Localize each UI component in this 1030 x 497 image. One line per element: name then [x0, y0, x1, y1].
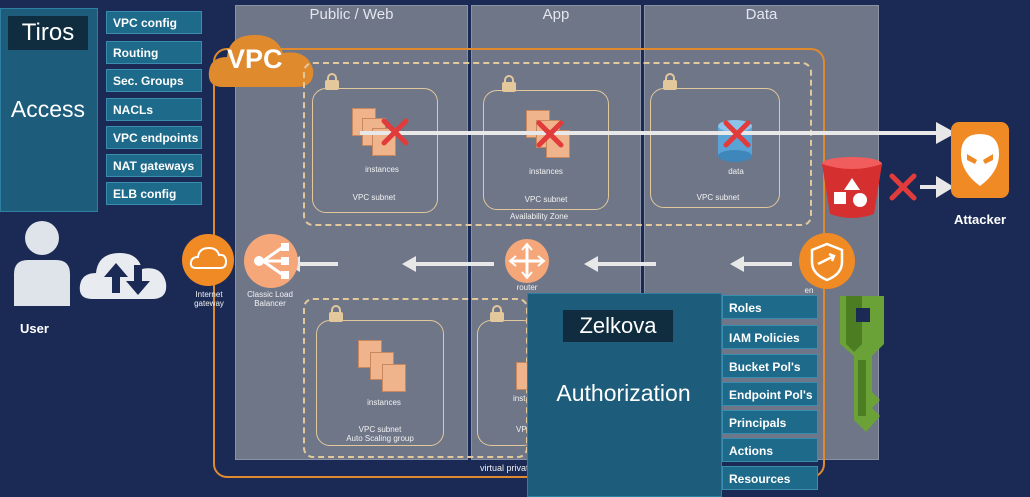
left-arrow-icon — [402, 256, 494, 272]
load-balancer-label: Classic Load Balancer — [247, 290, 293, 308]
lock-icon — [663, 73, 677, 90]
tiros-title: Tiros — [8, 16, 88, 50]
attack-path-arrow — [360, 131, 950, 135]
lock-icon — [502, 75, 516, 92]
tiros-item-routing: Routing — [106, 41, 202, 64]
iam-key-icon — [840, 296, 884, 432]
deny-x-icon — [889, 173, 917, 201]
subnet-app-bottom — [477, 320, 537, 446]
left-arrow-icon — [730, 256, 792, 272]
zelkova-item-bucket-policies: Bucket Pol's — [722, 354, 818, 378]
lock-icon — [325, 73, 339, 90]
router-icon — [505, 239, 549, 283]
availability-zone-label: Availability Zone — [510, 212, 569, 221]
column-title-data: Data — [745, 6, 778, 23]
internet-gateway-icon — [182, 234, 234, 286]
subnet-web-top-instances-label: instances — [365, 165, 399, 174]
attacker-alien-icon — [951, 122, 1009, 198]
authorization-label: Authorization — [556, 380, 691, 406]
zelkova-item-resources: Resources — [722, 466, 818, 490]
lock-icon — [490, 305, 504, 322]
auto-scaling-group-label: Auto Scaling group — [346, 434, 414, 443]
vpc-footer-label: virtual privat — [480, 463, 529, 473]
subnet-data-top-instances-label: data — [728, 167, 744, 176]
lock-icon — [329, 305, 343, 322]
user-icon — [14, 221, 70, 306]
zelkova-item-roles: Roles — [722, 295, 818, 319]
zelkova-item-actions: Actions — [722, 438, 818, 462]
instance-icon — [382, 364, 406, 392]
router-label: router — [516, 283, 538, 292]
tiros-item-vpc-config: VPC config — [106, 11, 202, 34]
user-label: User — [20, 321, 49, 336]
tiros-item-nat-gateways: NAT gateways — [106, 154, 202, 177]
column-title-app: App — [542, 6, 570, 23]
subnet-web-top — [312, 88, 438, 213]
availability-zone-top — [303, 62, 812, 226]
subnet-web-top-label: VPC subnet — [352, 193, 396, 202]
left-arrow-icon — [286, 256, 338, 272]
vpc-endpoint-icon — [799, 233, 855, 289]
subnet-app-top — [483, 90, 609, 210]
deny-x-icon — [723, 120, 751, 148]
s3-bucket-icon — [822, 157, 882, 218]
deny-x-icon — [381, 118, 409, 146]
vpc-cloud-icon — [208, 35, 314, 87]
zelkova-item-principals: Principals — [722, 410, 818, 434]
tiros-item-nacls: NACLs — [106, 98, 202, 121]
tiros-item-vpc-endpoints: VPC endpoints — [106, 126, 202, 149]
subnet-app-top-instances-label: instances — [529, 167, 563, 176]
column-title-public-web: Public / Web — [309, 6, 394, 23]
left-arrow-icon — [584, 256, 656, 272]
zelkova-item-iam-policies: IAM Policies — [722, 325, 818, 349]
tiros-item-sec-groups: Sec. Groups — [106, 69, 202, 92]
bucket-to-attacker-arrow — [920, 185, 940, 189]
zelkova-title: Zelkova — [563, 310, 673, 342]
cloud-transfer-icon — [79, 253, 167, 299]
deny-x-icon — [536, 120, 564, 148]
subnet-app-bottom-label: VP — [516, 425, 527, 434]
subnet-web-bottom-instances-label: instances — [367, 398, 401, 407]
subnet-data-top — [650, 88, 780, 208]
subnet-app-bottom-instances-label: inst — [513, 394, 526, 403]
subnet-web-bottom — [316, 320, 444, 446]
arrowhead-icon — [936, 176, 954, 198]
subnet-app-top-label: VPC subnet — [524, 195, 568, 204]
vpc-label: VPC — [227, 44, 283, 74]
internet-gateway-label: Internet gateway — [194, 290, 224, 308]
access-label: Access — [10, 96, 86, 122]
attacker-label: Attacker — [954, 212, 1007, 227]
vpc-endpoint-label: en — [804, 286, 814, 295]
subnet-data-top-label: VPC subnet — [696, 193, 740, 202]
subnet-web-bottom-label: VPC subnet — [358, 425, 402, 434]
tiros-item-elb-config: ELB config — [106, 182, 202, 205]
arrowhead-icon — [936, 122, 956, 144]
zelkova-item-endpoint-policies: Endpoint Pol's — [722, 382, 818, 406]
load-balancer-icon — [244, 234, 298, 288]
